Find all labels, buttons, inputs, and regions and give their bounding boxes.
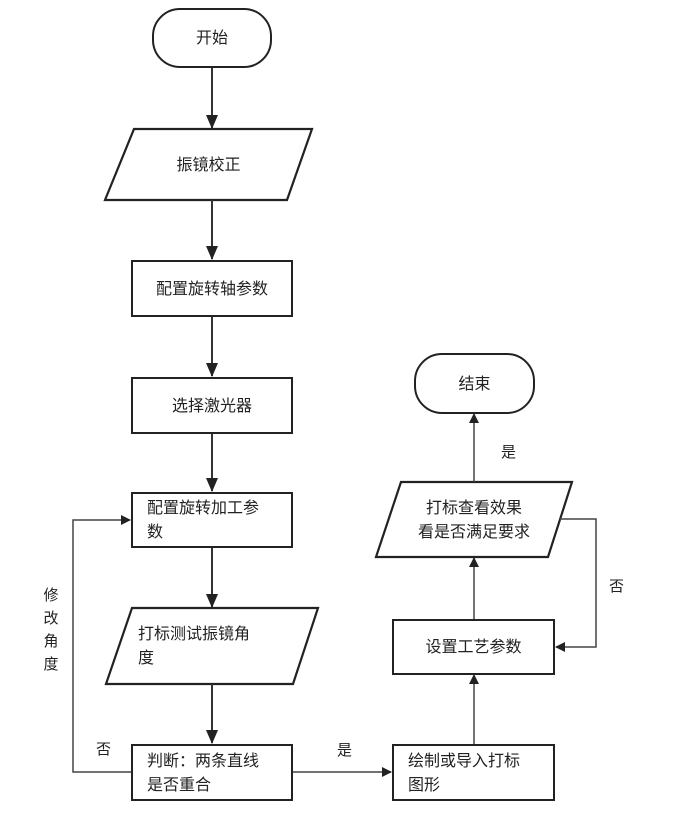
check-mark-effect-label: 打标查看效果 看是否满足要求	[417, 497, 530, 541]
config-rotary-processing-label: 配置旋转加工参 数	[147, 498, 260, 541]
galvo-calibration-label: 振镜校正	[176, 154, 241, 174]
set-process-params-label: 设置工艺参数	[425, 637, 522, 656]
judge-yes-label: 是	[337, 741, 353, 759]
config-rotary-axis-label: 配置旋转轴参数	[155, 278, 268, 298]
draw-import-graphic-label: 绘制或导入打标 图形	[408, 750, 521, 794]
config-rotary-axis-node: 配置旋转轴参数	[131, 260, 293, 317]
check-mark-effect-shape	[374, 480, 574, 559]
start-node: 开始	[152, 8, 272, 68]
check-yes-label: 是	[501, 443, 517, 461]
edge-check-no-loop	[555, 518, 597, 652]
judge-lines-label: 判断：两条直线 是否重合	[147, 750, 260, 794]
set-process-params-node: 设置工艺参数	[392, 619, 555, 675]
modify-angle-label: 修 改 角 度	[43, 586, 59, 673]
config-rotary-processing-node: 配置旋转加工参 数	[131, 492, 293, 548]
mark-test-angle-node: 打标测试振镜角 度	[124, 608, 318, 684]
end-node: 结束	[414, 353, 535, 414]
galvo-calibration-node: 振镜校正	[105, 129, 312, 200]
start-label: 开始	[195, 28, 228, 47]
edge-judge-no-loop	[72, 515, 131, 773]
galvo-calibration-shape	[103, 127, 314, 202]
judge-no-label: 否	[96, 740, 112, 758]
check-no-label: 否	[609, 577, 625, 595]
check-mark-effect-node: 打标查看效果 看是否满足要求	[376, 482, 572, 557]
select-laser-node: 选择激光器	[131, 377, 293, 434]
mark-test-angle-label: 打标测试振镜角 度	[138, 624, 251, 667]
mark-test-angle-shape	[104, 606, 320, 686]
judge-lines-node: 判断：两条直线 是否重合	[131, 744, 293, 801]
end-label: 结束	[458, 373, 491, 393]
draw-import-graphic-node: 绘制或导入打标 图形	[392, 744, 555, 801]
select-laser-label: 选择激光器	[171, 395, 252, 415]
